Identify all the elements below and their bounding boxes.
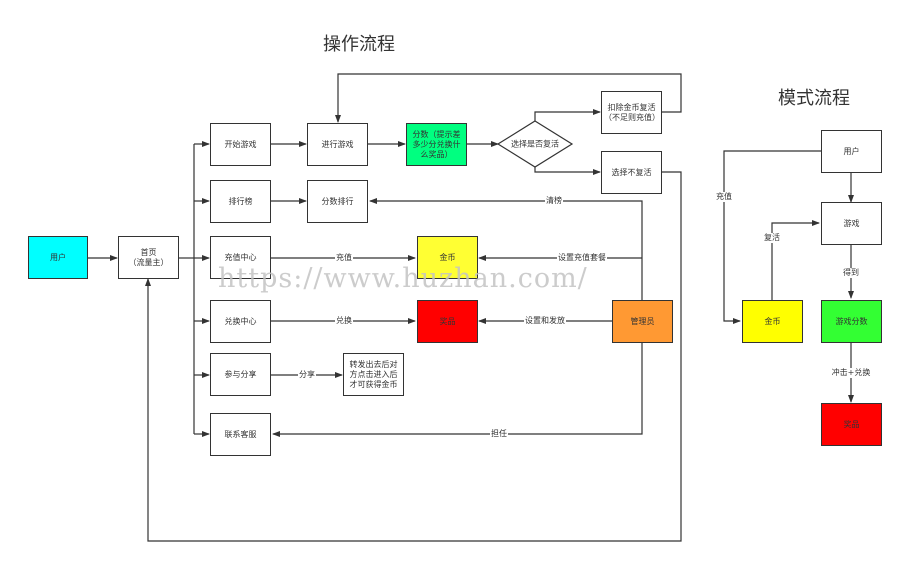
node-share-result[interactable]: 转发出去后对方点击进入后才可获得金币 bbox=[343, 353, 404, 396]
node-contact-service[interactable]: 联系客服 bbox=[210, 413, 271, 456]
mode-node-game[interactable]: 游戏 bbox=[821, 202, 882, 245]
mode-node-user[interactable]: 用户 bbox=[821, 130, 882, 173]
edge-decision-deduct bbox=[534, 109, 601, 121]
edge-label-share: 分享 bbox=[298, 370, 316, 380]
node-play-game[interactable]: 进行游戏 bbox=[307, 123, 368, 166]
node-exchange-center[interactable]: 兑换中心 bbox=[210, 300, 271, 343]
edge-norevive-home-loop bbox=[145, 171, 682, 542]
node-admin[interactable]: 管理员 bbox=[612, 300, 673, 343]
edge-admin-contact bbox=[272, 342, 643, 437]
mode-label-revive: 复活 bbox=[763, 233, 781, 243]
edge-label-set-and-distribute: 设置和发放 bbox=[524, 316, 566, 326]
node-home-line2: （流量主） bbox=[128, 257, 169, 267]
edge-decision-norevive bbox=[534, 167, 601, 175]
edge-label-duty: 担任 bbox=[490, 429, 508, 439]
edge-mode-user-coins bbox=[723, 150, 821, 324]
mode-node-prize[interactable]: 奖品 bbox=[821, 403, 882, 446]
watermark-text: https://www.huzhan.com/ bbox=[218, 263, 588, 294]
decision-label: 选择是否复活 bbox=[511, 139, 559, 149]
node-leaderboard[interactable]: 排行榜 bbox=[210, 180, 271, 223]
node-home[interactable]: 首页 （流量主） bbox=[118, 236, 179, 279]
edge-admin-clearboard bbox=[369, 198, 643, 300]
edge-deduct-play-loop bbox=[335, 73, 682, 123]
mode-node-game-score[interactable]: 游戏分数 bbox=[821, 300, 882, 343]
mode-flow-title: 模式流程 bbox=[778, 88, 850, 109]
node-home-line1: 首页 bbox=[140, 247, 157, 257]
mode-label-redeem: 冲击+兑换 bbox=[830, 368, 872, 378]
decision-diamond bbox=[496, 120, 574, 168]
node-coins[interactable]: 金币 bbox=[417, 236, 478, 279]
edge-label-clear-board: 清榜 bbox=[545, 196, 563, 206]
node-prize[interactable]: 奖品 bbox=[417, 300, 478, 343]
edge-label-recharge: 充值 bbox=[335, 253, 353, 263]
node-recharge-center[interactable]: 充值中心 bbox=[210, 236, 271, 279]
node-start-game[interactable]: 开始游戏 bbox=[210, 123, 271, 166]
node-deduct-revive[interactable]: 扣除金币复活（不足则充值） bbox=[601, 91, 662, 134]
node-share[interactable]: 参与分享 bbox=[210, 353, 271, 396]
node-score-ranking[interactable]: 分数排行 bbox=[307, 180, 368, 223]
mode-label-get: 得到 bbox=[842, 268, 860, 278]
edge-mode-coins-game bbox=[771, 220, 820, 300]
mode-node-coins[interactable]: 金币 bbox=[742, 300, 803, 343]
operation-flow-title: 操作流程 bbox=[323, 34, 395, 55]
node-user[interactable]: 用户 bbox=[28, 236, 88, 279]
mode-label-recharge: 充值 bbox=[715, 192, 733, 202]
edge-label-set-recharge-package: 设置充值套餐 bbox=[557, 253, 607, 263]
node-score[interactable]: 分数（提示差多少分兑换什么奖品） bbox=[406, 123, 467, 166]
node-no-revive[interactable]: 选择不复活 bbox=[601, 151, 662, 194]
edge-label-exchange: 兑换 bbox=[335, 316, 353, 326]
